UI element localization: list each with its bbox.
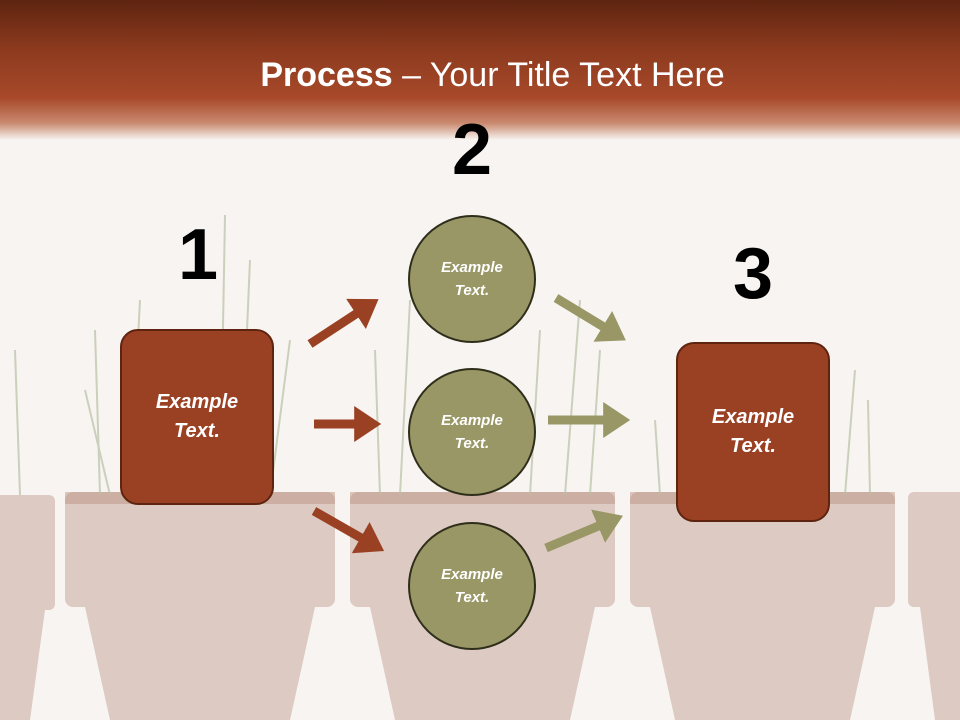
step-2-circle-bottom[interactable]: Example Text.	[408, 522, 536, 650]
step-3-text-line2: Text.	[730, 435, 776, 457]
circle-text-line1: Example	[441, 412, 503, 429]
step-2-circle-top[interactable]: Example Text.	[408, 215, 536, 343]
title-bold: Process	[260, 56, 393, 94]
circle-text-line1: Example	[441, 259, 503, 276]
step-number-1: 1	[177, 215, 219, 295]
step-number-3: 3	[732, 234, 774, 314]
circle-text-line2: Text.	[454, 589, 490, 606]
circle-text-line2: Text.	[454, 435, 490, 452]
title-rest: – Your Title Text Here	[392, 56, 725, 94]
circle-text-line1: Example	[441, 566, 503, 583]
circle-text-line2: Text.	[454, 282, 490, 299]
arrow-to-circle-3	[311, 507, 385, 554]
step-1-box[interactable]: Example Text.	[120, 329, 274, 505]
title-bar	[0, 0, 960, 140]
step-number-2: 2	[451, 110, 493, 190]
step-3-box[interactable]: Example Text.	[676, 342, 830, 522]
arrow-to-circle-1	[307, 298, 379, 348]
slide-title: Process – Your Title Text Here	[0, 52, 960, 98]
arrow-from-circle-3	[544, 509, 623, 553]
step-1-text-line1: Example	[155, 391, 239, 413]
step-1-text-line2: Text.	[174, 420, 220, 442]
step-2-circle-middle[interactable]: Example Text.	[408, 368, 536, 496]
step-3-text-line1: Example	[711, 406, 795, 428]
arrow-from-circle-1	[553, 294, 626, 342]
